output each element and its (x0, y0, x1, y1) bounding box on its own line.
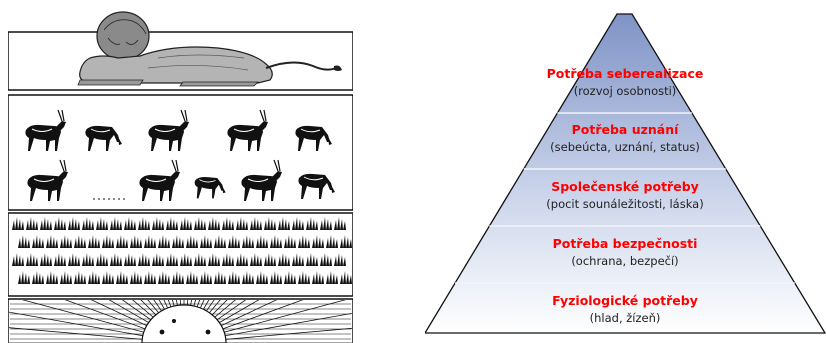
energy-tier (8, 298, 353, 343)
producer-tier (8, 212, 353, 297)
lion-icon (77, 11, 342, 87)
antelope-icon (24, 109, 336, 202)
pyramid-level-title: Společenské potřeby (551, 179, 699, 194)
pyramid-level-subtitle: (rozvoj osobnosti) (574, 84, 677, 98)
pyramid-level-subtitle: (ochrana, bezpečí) (571, 254, 678, 268)
pyramid-level-subtitle: (pocit sounáležitosti, láska) (546, 197, 703, 211)
pyramid-level-4: Potřeba bezpečnosti (ochrana, bezpečí) (553, 236, 698, 268)
herbivore-tier (8, 94, 353, 211)
sun-rays (9, 300, 352, 343)
pyramid-level-1: Potřeba seberealizace (rozvoj osobnosti) (547, 66, 704, 98)
pyramid-level-subtitle: (sebeúcta, uznání, status) (550, 140, 700, 154)
pyramid-level-title: Fyziologické potřeby (552, 293, 698, 308)
pyramid-level-title: Potřeba uznání (572, 122, 680, 137)
pyramid-level-2: Potřeba uznání (sebeúcta, uznání, status) (550, 122, 700, 154)
pyramid-level-5: Fyziologické potřeby (hlad, žízeň) (552, 293, 698, 325)
needs-pyramid: Potřeba seberealizace(rozvoj osobnosti)P… (425, 0, 826, 343)
predator-tier (8, 11, 353, 91)
sun-icon (141, 304, 227, 343)
grass-icon (12, 217, 352, 284)
food-chain-illustration (8, 0, 353, 343)
pyramid-level-title: Potřeba bezpečnosti (553, 236, 698, 251)
pyramid-level-title: Potřeba seberealizace (547, 66, 704, 81)
pyramid-shape (425, 13, 826, 334)
pyramid-level-subtitle: (hlad, žízeň) (590, 311, 661, 325)
pyramid-level-3: Společenské potřeby (pocit sounáležitosti… (546, 179, 703, 211)
level-dividers (455, 112, 795, 284)
